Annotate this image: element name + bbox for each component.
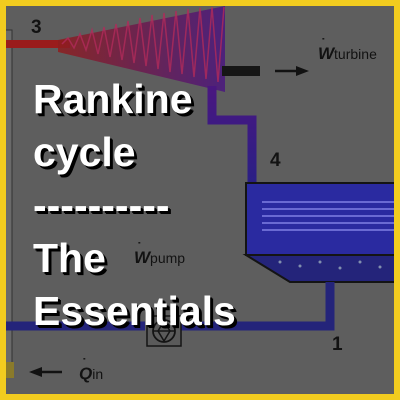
overlay-title: Rankine cycle ---------- The Essentials (33, 73, 236, 338)
turbine-shaft (222, 66, 260, 76)
turbine-work-subscript: turbine (334, 46, 377, 62)
arrow-right-icon (275, 66, 309, 76)
title-line-2: cycle (33, 129, 136, 175)
condenser-icon (242, 182, 394, 283)
pump-work-subscript: pump (150, 250, 186, 266)
boiler-wall (6, 29, 13, 371)
title-line-4: The (33, 235, 106, 281)
pump-work-symbol: W (134, 248, 151, 267)
turbine-icon (58, 6, 225, 92)
heat-in-subscript: in (92, 366, 104, 382)
heat-in-symbol: Q (79, 364, 93, 383)
boiler-base (6, 362, 14, 378)
turbine-work-symbol: W (318, 44, 335, 63)
state-1-label: 1 (332, 334, 343, 355)
heat-in-label: ˙Qin (79, 355, 104, 383)
pump-work-label: ˙Wpump (134, 239, 186, 267)
title-divider: ---------- (33, 182, 170, 228)
pump-icon (146, 315, 182, 347)
state-3-label: 3 (31, 17, 42, 38)
title-line-5: Essentials (33, 288, 236, 334)
arrow-left-icon (29, 367, 62, 377)
turbine-work-label: ˙Wturbine (318, 35, 377, 63)
pipe-state-4 (207, 86, 257, 183)
state-4-label: 4 (270, 150, 281, 171)
title-line-1: Rankine (33, 76, 193, 122)
pipe-state-3 (6, 40, 70, 48)
pipe-state-1 (180, 282, 335, 331)
